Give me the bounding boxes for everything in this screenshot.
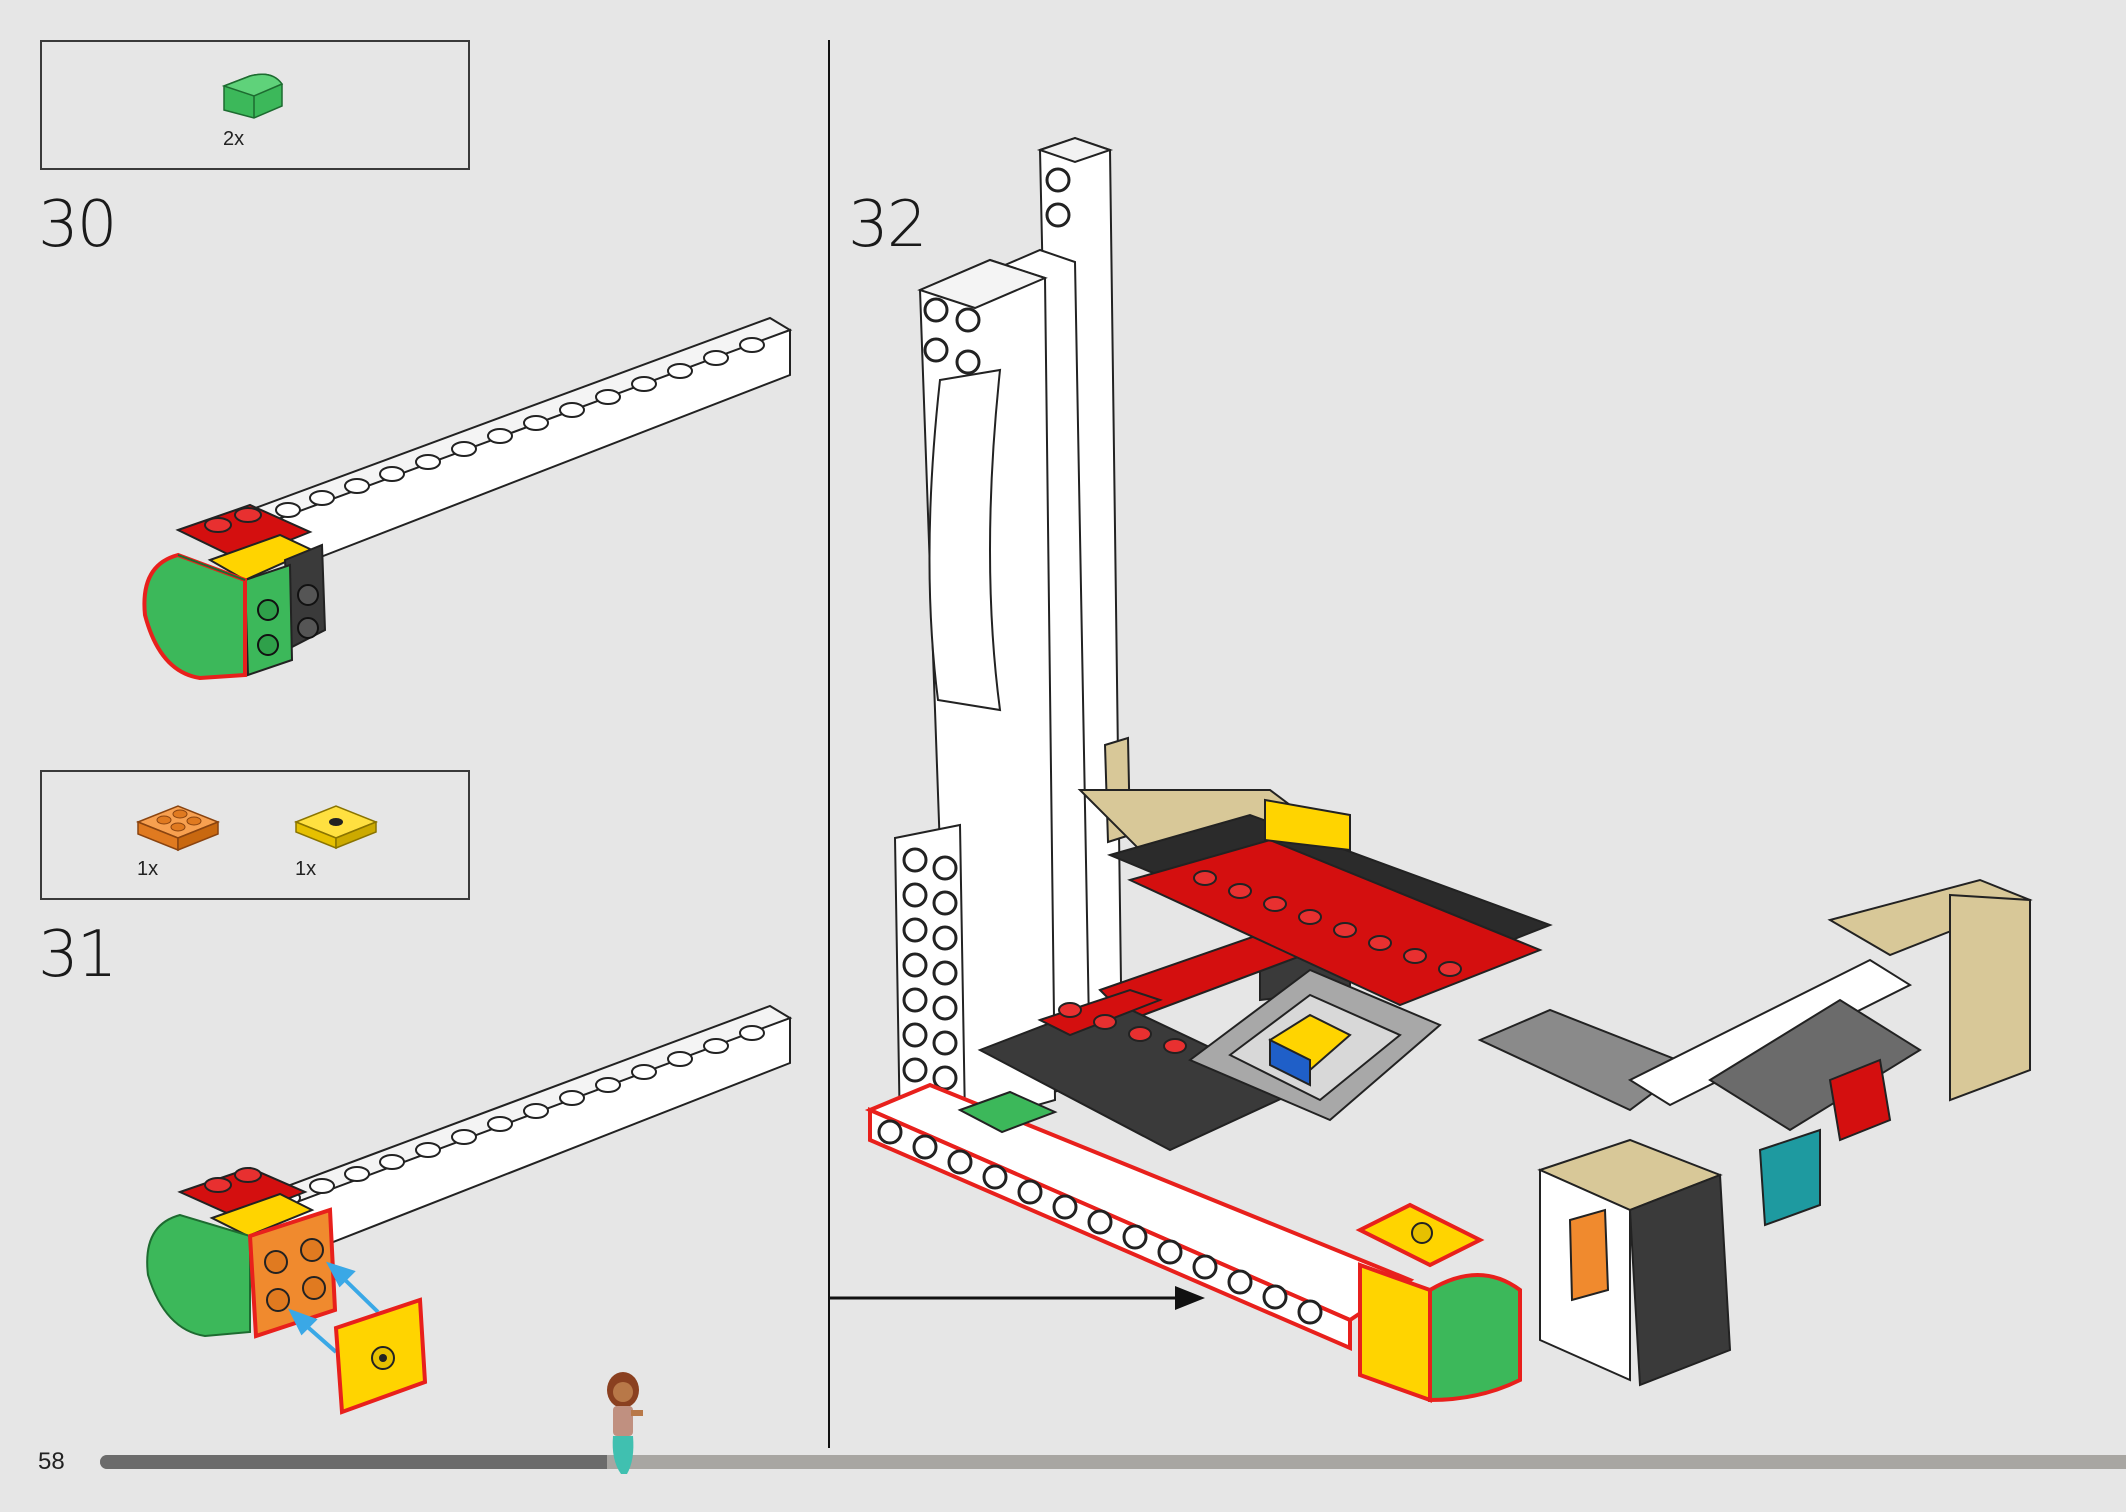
green-curved-slope-icon (221, 73, 284, 119)
step-31-assembly-illustration (146, 1004, 793, 1415)
step-32-assembly-illustration (830, 136, 2033, 1403)
step-number-32: 32 (848, 188, 927, 262)
placement-arrows (287, 1261, 380, 1354)
step-number-30: 30 (38, 188, 117, 262)
progress-fill (100, 1455, 607, 1469)
part-qty: 1x (295, 858, 317, 880)
step-number-31: 31 (38, 918, 117, 992)
page-number: 58 (38, 1448, 65, 1475)
beam-studs (275, 337, 765, 518)
parts-box-step-30: 2x (40, 40, 470, 170)
column-divider (828, 40, 830, 1448)
step-30-assembly-illustration (142, 316, 793, 681)
progress-bar (100, 1455, 2126, 1469)
new-green-slope (142, 552, 247, 681)
part-qty: 1x (137, 858, 159, 880)
mini-doll-progress-marker (607, 1372, 643, 1474)
parts-box-step-31: 1x 1x (40, 770, 470, 900)
yellow-tile-jumper-icon (293, 805, 379, 850)
orange-plate-icon (135, 805, 221, 852)
part-qty: 2x (223, 128, 245, 150)
